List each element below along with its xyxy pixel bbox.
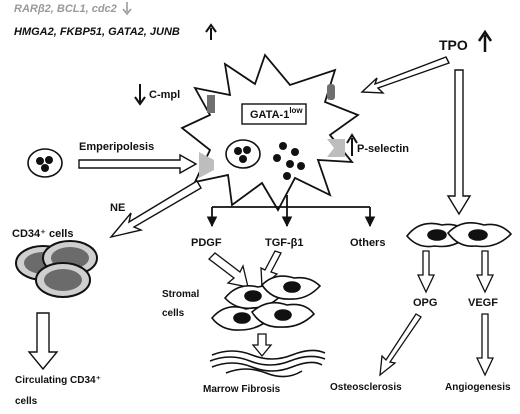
- downregulated-genes: RARβ2, BCL1, cdc2: [14, 3, 117, 15]
- endothelial-cells: [405, 222, 513, 248]
- circulating-label-line2: cells: [15, 396, 38, 407]
- endothelium-to-opg-arrow: [416, 250, 436, 294]
- tpo-receptor: [327, 84, 335, 100]
- neutrophil-cell-left: [27, 148, 63, 178]
- marrow-fibrosis-label: Marrow Fibrosis: [203, 384, 281, 395]
- fibrosis-fibers: [209, 349, 326, 378]
- cd34-cells-label: CD34⁺ cells: [12, 228, 73, 240]
- cmpl-receptor: [207, 95, 215, 113]
- gata1-label: GATA-1low: [250, 106, 303, 121]
- vegf-label: VEGF: [468, 297, 498, 309]
- circulating-arrow: [27, 312, 59, 371]
- tpo-to-endothelium-arrow: [446, 69, 472, 216]
- stroma-to-fibrosis-arrow: [251, 333, 273, 358]
- stromal-cells: [210, 275, 322, 331]
- tpo-label: TPO: [439, 37, 468, 53]
- ne-arrow: [109, 180, 202, 239]
- opg-label: OPG: [413, 297, 437, 309]
- neutrophil-cell-internal: [225, 139, 261, 169]
- cytokine-branch-lines: [206, 195, 376, 228]
- pdgf-label: PDGF: [191, 237, 222, 249]
- angiogenesis-label: Angiogenesis: [445, 382, 511, 393]
- pselectin-receptor: [327, 139, 345, 157]
- emperipolesis-receptor: [199, 152, 214, 178]
- stromal-label-line1: Stromal: [162, 289, 199, 300]
- vegf-to-angiogenesis-arrow: [475, 313, 495, 377]
- cmpl-down-arrow-icon: [134, 84, 146, 106]
- osteosclerosis-label: Osteosclerosis: [330, 382, 402, 393]
- opg-to-osteosclerosis-arrow: [379, 313, 422, 377]
- tpo-up-arrow-icon: [477, 29, 493, 52]
- pselectin-up-arrow-icon: [346, 133, 358, 156]
- pselectin-label: P-selectin: [357, 143, 409, 155]
- upregulated-genes: HMGA2, FKBP51, GATA2, JUNB: [14, 26, 180, 38]
- emperipolesis-label: Emperipolesis: [79, 141, 154, 153]
- circulating-label-line1: Circulating CD34⁺: [15, 375, 101, 386]
- cmpl-label: C-mpl: [149, 89, 180, 101]
- megakaryocyte-starburst: [180, 53, 360, 212]
- others-label: Others: [350, 237, 385, 249]
- cd34-cells-cluster: [15, 240, 98, 298]
- pdgf-to-stroma-arrow: [208, 252, 249, 288]
- tgfb1-label: TGF-β1: [265, 237, 304, 249]
- down-arrow-gray-icon: [122, 2, 132, 16]
- endothelium-to-vegf-arrow: [475, 250, 495, 294]
- ne-label: NE: [110, 202, 125, 214]
- emperipolesis-arrow: [78, 153, 198, 175]
- up-arrow-icon: [205, 23, 217, 40]
- tgfb1-to-stroma-arrow: [260, 250, 282, 289]
- stromal-label-line2: cells: [162, 308, 185, 319]
- tpo-to-cell-arrow: [360, 56, 450, 94]
- granules: [273, 142, 305, 180]
- gata1-box: [241, 103, 307, 125]
